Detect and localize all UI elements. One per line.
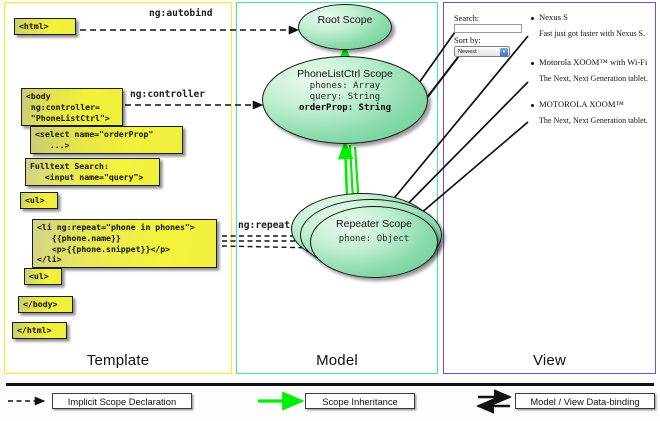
code-box-html-open: <html> bbox=[14, 18, 76, 35]
code-box-ul-open: <ul> bbox=[20, 192, 58, 209]
scope-phonelistctrl-prop-phones: phones: Array bbox=[309, 81, 381, 92]
scope-phonelistctrl: PhoneListCtrl Scope phones: Array query:… bbox=[262, 56, 428, 144]
phone-name: Nexus S bbox=[539, 12, 568, 22]
view-sort-label: Sort by: bbox=[454, 36, 481, 45]
scope-root-title: Root Scope bbox=[317, 14, 373, 26]
phone-name: MOTOROLA XOOM™ bbox=[539, 99, 624, 109]
panel-view-label: View bbox=[532, 352, 567, 369]
legend-item-scope-inheritance: Scope Inheritance bbox=[305, 393, 415, 409]
list-bullet bbox=[531, 17, 534, 20]
code-box-body-open: <body ng:controller= "PhoneListCtrl"> bbox=[21, 88, 123, 127]
phone-snippet: Fast just got faster with Nexus S. bbox=[539, 29, 645, 38]
sort-by-selected-value: Newest bbox=[458, 49, 477, 55]
scope-repeater-title: Repeater Scope bbox=[336, 218, 412, 230]
panel-template: Template bbox=[4, 2, 232, 374]
scope-phonelistctrl-prop-orderprop: orderProp: String bbox=[298, 102, 392, 113]
legend-item-model-view-data-binding: Model / View Data-binding bbox=[515, 393, 655, 409]
phone-name: Motorola XOOM™ with Wi-Fi bbox=[539, 57, 648, 67]
panel-template-label: Template bbox=[86, 352, 150, 369]
legend-divider bbox=[6, 383, 654, 386]
code-box-body-close: </body> bbox=[18, 296, 73, 313]
panel-model-label: Model bbox=[316, 352, 358, 369]
scope-root: Root Scope bbox=[298, 4, 392, 50]
sort-by-select[interactable]: Newest ▾ bbox=[454, 46, 510, 57]
code-box-select-tag: <select name="orderProp" ...> bbox=[30, 126, 183, 154]
list-bullet bbox=[531, 62, 534, 65]
label-ng-autobind: ng:autobind bbox=[149, 8, 213, 19]
list-item: Motorola XOOM™ with Wi-Fi The Next, Next… bbox=[539, 57, 648, 83]
label-ng-controller: ng:controller bbox=[130, 89, 206, 100]
code-box-fulltext-search: Fulltext Search: <input name="query"> bbox=[25, 158, 160, 186]
phone-snippet: The Next, Next Generation tablet. bbox=[539, 74, 648, 83]
chevron-down-icon: ▾ bbox=[500, 48, 508, 57]
search-input[interactable] bbox=[454, 24, 522, 33]
scope-repeater: Repeater Scope phone: Object bbox=[310, 206, 438, 278]
code-box-li-repeat: <li ng:repeat="phone in phones"> {{phone… bbox=[32, 219, 217, 269]
code-box-ul-close: <ul> bbox=[24, 268, 62, 285]
scope-repeater-prop-phone: phone: Object bbox=[338, 234, 410, 245]
code-box-html-close: </html> bbox=[12, 322, 67, 339]
label-ng-repeat: ng:repeat bbox=[238, 220, 290, 231]
list-item: Nexus S Fast just got faster with Nexus … bbox=[539, 12, 645, 38]
scope-phonelistctrl-title: PhoneListCtrl Scope bbox=[297, 68, 393, 80]
scope-phonelistctrl-prop-query: query: String bbox=[309, 91, 381, 102]
legend-item-implicit-scope-declaration: Implicit Scope Declaration bbox=[52, 393, 192, 409]
view-search-label: Search: bbox=[454, 14, 480, 23]
list-bullet bbox=[531, 104, 534, 107]
list-item: MOTOROLA XOOM™ The Next, Next Generation… bbox=[539, 99, 648, 125]
phone-snippet: The Next, Next Generation tablet. bbox=[539, 116, 648, 125]
